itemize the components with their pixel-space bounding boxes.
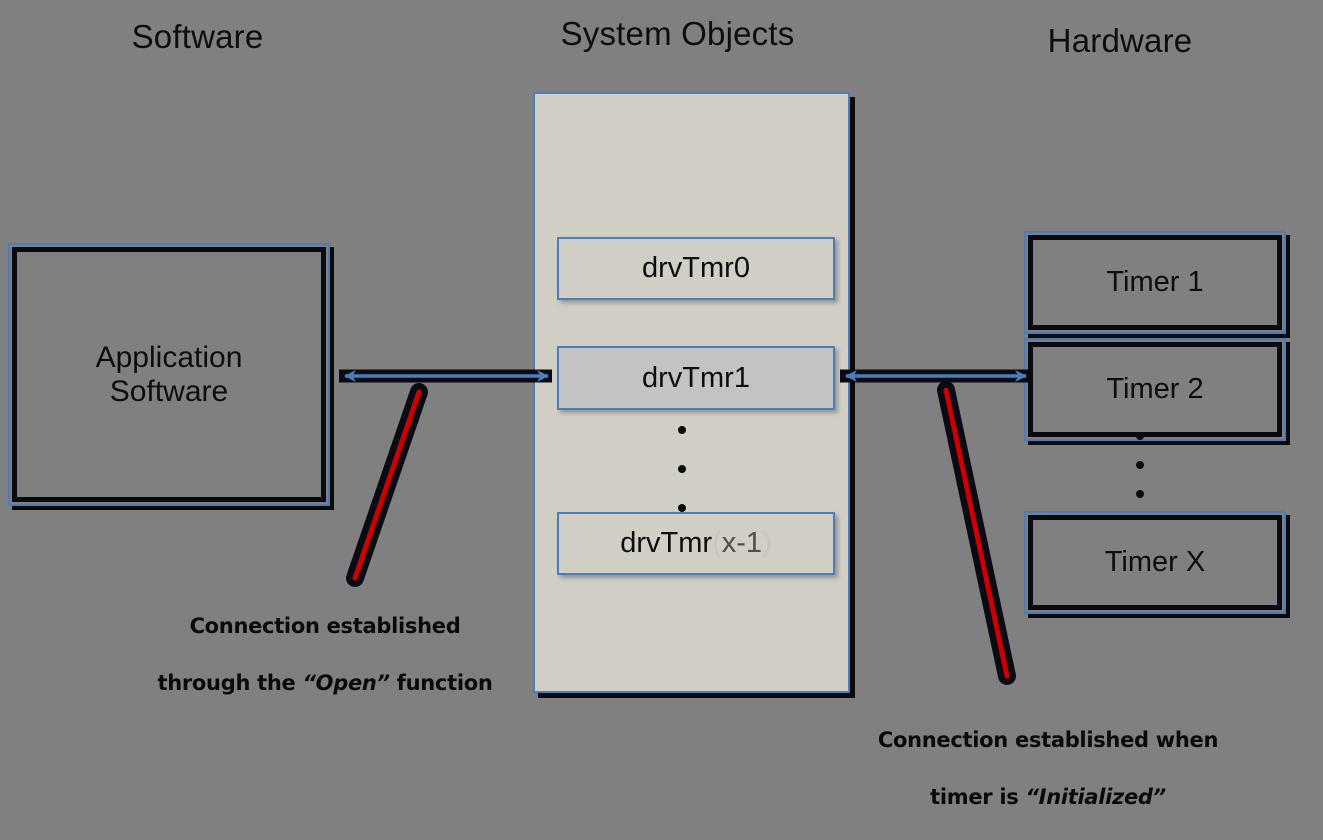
caption-initialized-line2: timer is “Initialized”: [848, 783, 1248, 812]
application-software-label: Application Software: [95, 340, 243, 408]
system-object-drvtmr0-label: drvTmr0: [642, 252, 750, 284]
system-object-drvtmr-x-1-label: drvTmr(x-1): [620, 527, 771, 560]
red-connector-initialized: [937, 381, 1016, 685]
caption-initialized-quoted: “Initialized”: [1025, 784, 1166, 809]
caption-initialized-line1: Connection established when: [877, 727, 1219, 752]
caption-open-line1: Connection established: [189, 613, 461, 638]
system-object-drvtmr1-label: drvTmr1: [642, 361, 750, 394]
hardware-timer-2-label: Timer 2: [1106, 373, 1204, 406]
dot-icon: [1136, 432, 1144, 440]
dot-icon: [678, 426, 686, 434]
hardware-timer-2-box[interactable]: Timer 2: [1024, 338, 1286, 441]
caption-open-line2-before: through the: [157, 670, 303, 695]
dot-icon: [678, 504, 686, 512]
column-heading-software: Software: [131, 18, 264, 55]
application-software-box-inner: Application Software: [12, 247, 326, 502]
system-object-drvtmr-x-1-base: drvTmr: [620, 527, 713, 559]
hardware-timer-x-label: Timer X: [1104, 546, 1206, 579]
caption-open-quoted: “Open”: [302, 670, 390, 695]
dot-icon: [678, 465, 686, 473]
system-object-drvtmr-x-1[interactable]: drvTmr(x-1): [557, 512, 835, 575]
caption-initialized-connection: Connection established when timer is “In…: [848, 697, 1248, 840]
system-object-drvtmr1[interactable]: drvTmr1: [557, 346, 835, 410]
open-paren-glyph: (: [712, 527, 722, 559]
column-heading-hardware: Hardware: [1047, 22, 1193, 59]
hardware-timer-x-box-inner: Timer X: [1028, 515, 1282, 610]
caption-open-connection: Connection established through the “Open…: [130, 583, 520, 726]
diagram-canvas: Software System Objects Hardware Applica…: [8, 15, 1286, 809]
application-software-box[interactable]: Application Software: [8, 243, 330, 506]
caption-initialized-line2-before: timer is: [930, 784, 1026, 809]
system-object-drvtmr0[interactable]: drvTmr0: [557, 237, 835, 300]
column-heading-system-objects: System Objects: [560, 15, 795, 52]
hardware-timer-1-box[interactable]: Timer 1: [1024, 231, 1286, 334]
dot-icon: [1136, 490, 1144, 498]
red-connector-open: [346, 383, 428, 587]
hardware-timer-x-box[interactable]: Timer X: [1024, 511, 1286, 614]
hardware-timer-2-box-inner: Timer 2: [1028, 342, 1282, 437]
system-objects-container: drvTmr0 drvTmr1 drvTmr(x-1): [533, 92, 850, 693]
system-objects-ellipsis-icon: [678, 426, 686, 512]
hardware-ellipsis-icon: [1136, 432, 1144, 498]
hardware-timer-1-label: Timer 1: [1106, 266, 1204, 299]
close-paren-glyph: ): [762, 527, 772, 559]
dot-icon: [1136, 461, 1144, 469]
system-object-drvtmr-x-1-arg: x-1: [721, 527, 763, 559]
caption-open-line2-after: function: [389, 670, 493, 695]
caption-open-line2: through the “Open” function: [130, 669, 520, 698]
hardware-timer-1-box-inner: Timer 1: [1028, 235, 1282, 330]
